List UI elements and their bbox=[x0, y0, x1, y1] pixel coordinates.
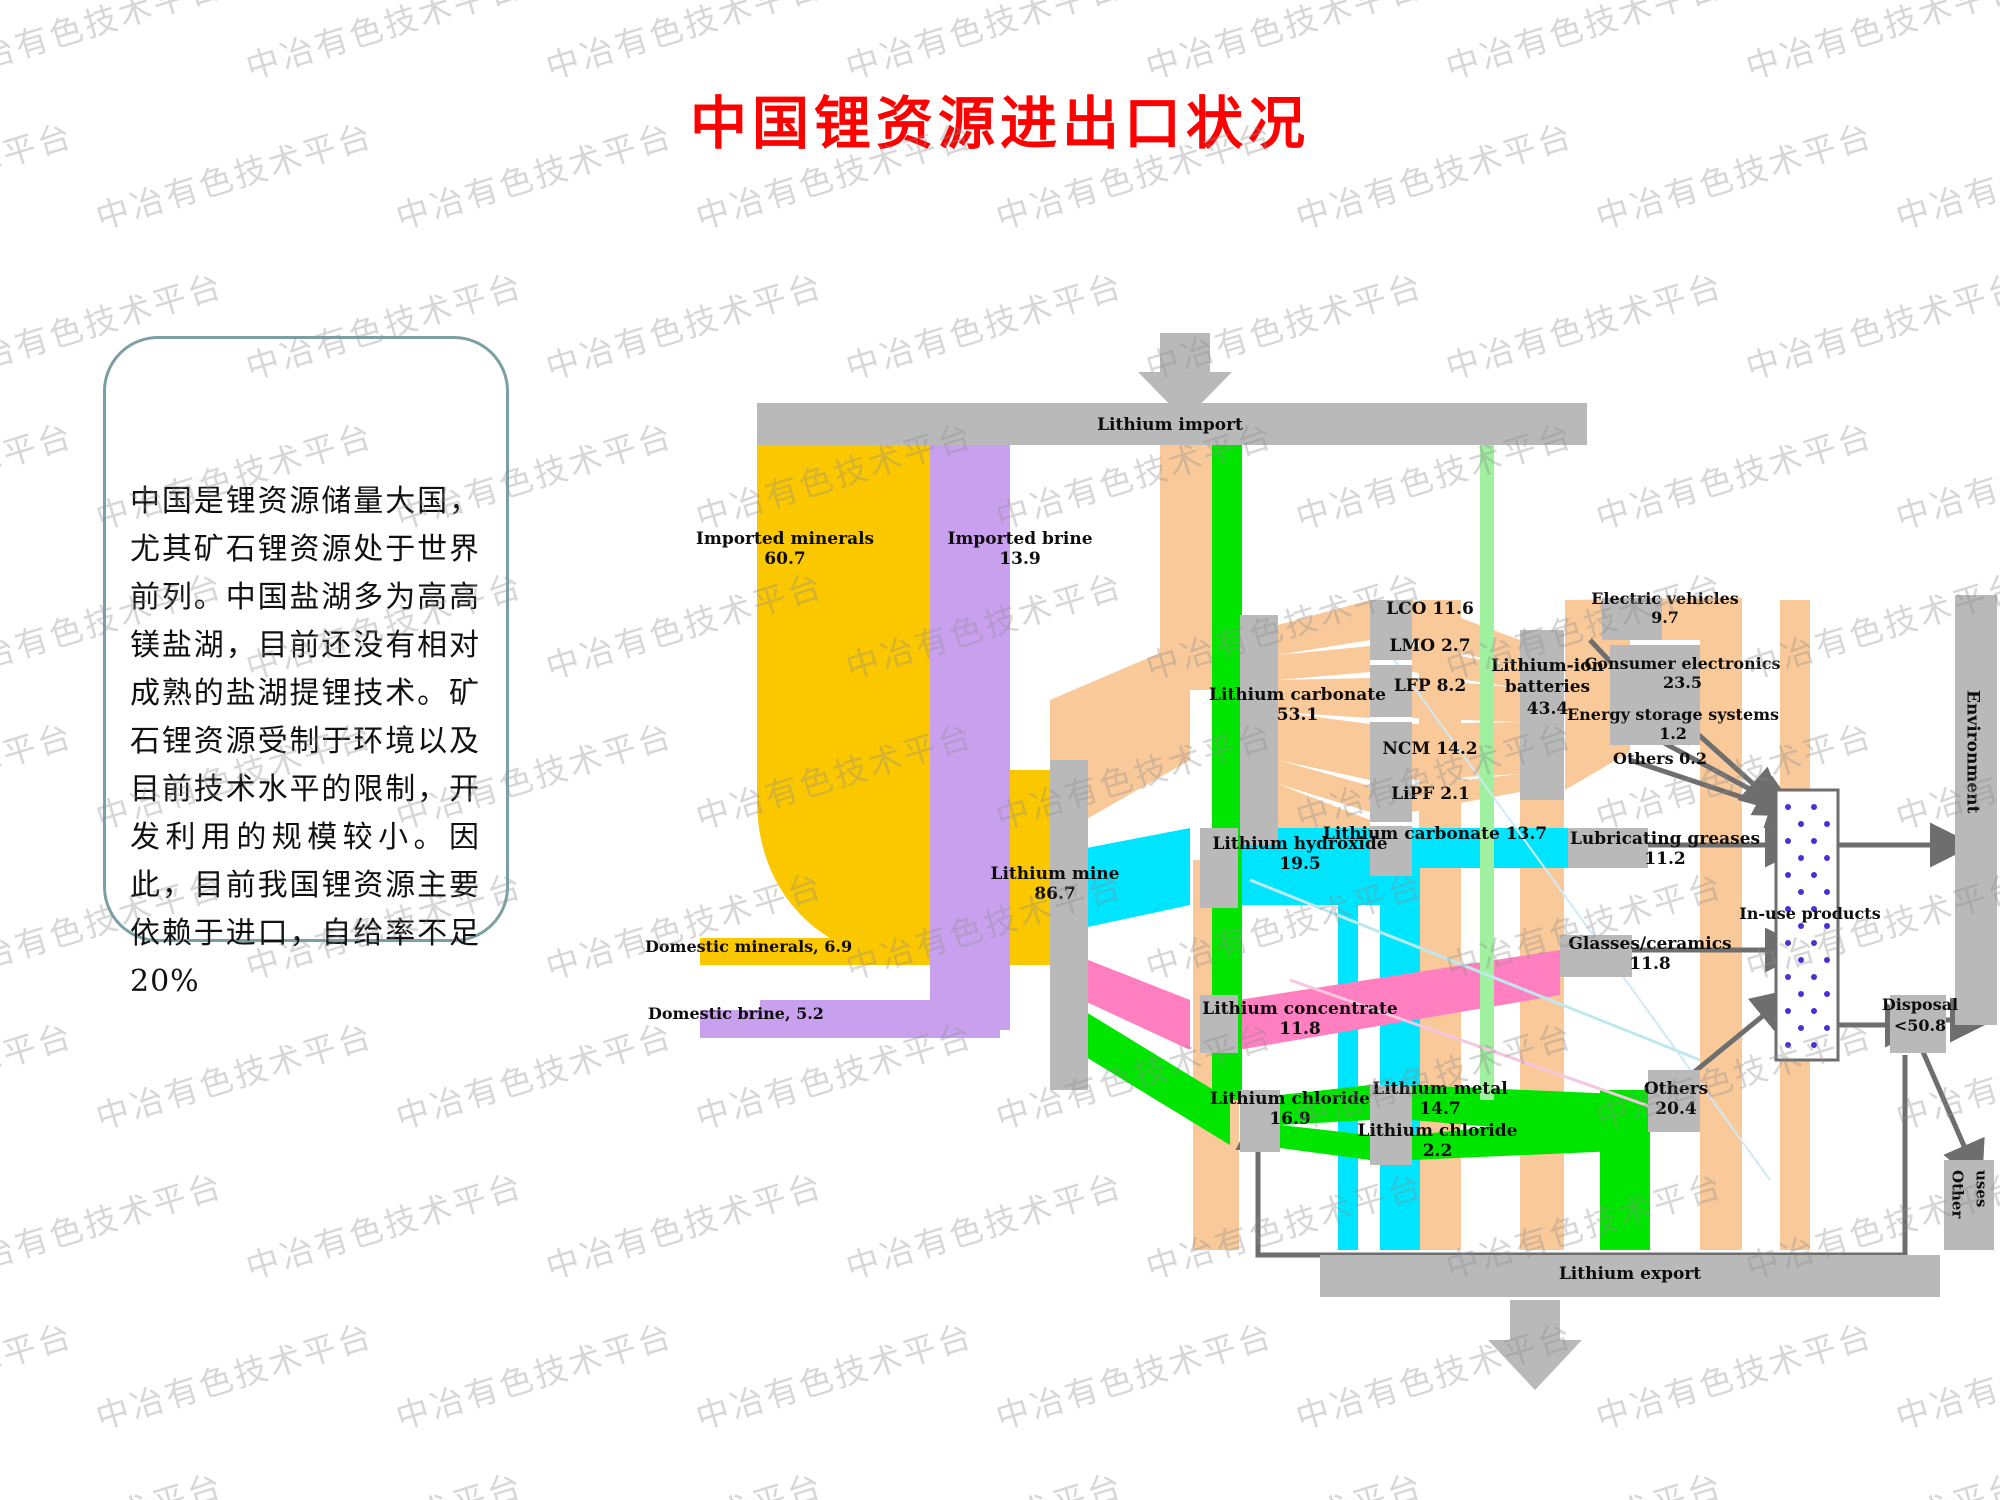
note-box bbox=[103, 336, 509, 942]
node-lithium-import bbox=[757, 403, 1587, 445]
label-ncm: NCM 14.2 bbox=[1382, 739, 1478, 759]
label-lfp: LFP 8.2 bbox=[1393, 676, 1467, 696]
label-lubricating-greases: Lubricating greases 11.2 bbox=[1569, 829, 1761, 869]
flow-green-col-3 bbox=[1600, 1090, 1650, 1250]
label-lithium-export: Lithium export bbox=[1558, 1264, 1702, 1284]
flow-carb-lmo bbox=[1278, 646, 1370, 680]
label-domestic-minerals: Domestic minerals, 6.9 bbox=[645, 937, 853, 956]
flow-col-export-4 bbox=[1700, 598, 1742, 1250]
node-lithium-mine bbox=[1050, 760, 1088, 1090]
flow-concentrate-glasses bbox=[1238, 950, 1560, 1050]
node-others bbox=[1648, 1070, 1700, 1132]
label-lithium-import: Lithium import bbox=[1097, 415, 1243, 435]
node-ncm bbox=[1370, 722, 1412, 822]
label-lithium-hydroxide: Lithium hydroxide 19.5 bbox=[1212, 834, 1388, 874]
note-text: 中国是锂资源储量大国，尤其矿石锂资源处于世界前列。中国盐湖多为高高镁盐湖，目前还… bbox=[130, 484, 480, 999]
flow-col-export-3 bbox=[1520, 792, 1564, 1250]
node-electric-vehicles bbox=[1602, 598, 1662, 640]
flow-carb-lfp bbox=[1278, 678, 1370, 718]
label-glasses-ceramics: Glasses/ceramics 11.8 bbox=[1568, 934, 1732, 974]
label-lithium-carbonate: Lithium carbonate 53.1 bbox=[1209, 685, 1386, 725]
node-lco bbox=[1370, 600, 1412, 660]
label-disposal: Disposal <50.8 bbox=[1881, 995, 1959, 1035]
node-lithium-export bbox=[1320, 1255, 1940, 1297]
arrow-disposal-to-otheruses bbox=[1917, 1044, 1985, 1188]
flow-green-col-1 bbox=[1212, 440, 1242, 1100]
flow-carb-ncm bbox=[1278, 712, 1370, 780]
flow-chloride2-others bbox=[1412, 1112, 1640, 1160]
trace-2 bbox=[1289, 978, 1661, 1112]
flow-carb-lco bbox=[1278, 600, 1370, 655]
arrow-others02-to-inuse bbox=[1629, 757, 1814, 829]
sankey-nodes bbox=[757, 403, 1997, 1297]
label-other-uses-1: Other bbox=[1948, 1170, 1967, 1219]
label-lipf: LiPF 2.1 bbox=[1391, 784, 1470, 804]
flow-hydroxide-greases bbox=[1420, 828, 1580, 868]
trace-1 bbox=[1249, 878, 1701, 1062]
node-glasses-ceramics bbox=[1560, 935, 1632, 977]
label-lithium-metal: Lithium metal 14.7 bbox=[1372, 1079, 1508, 1119]
flow-ribbons bbox=[700, 440, 1810, 1250]
node-lithium-hydroxide bbox=[1200, 828, 1238, 908]
label-imported-brine: Imported brine 13.9 bbox=[947, 529, 1093, 569]
flow-chloride-metal bbox=[1280, 1085, 1370, 1125]
flow-carb-lipf bbox=[1278, 760, 1370, 812]
label-lmo: LMO 2.7 bbox=[1389, 636, 1471, 656]
node-lubricating-greases bbox=[1568, 828, 1648, 868]
node-lithium-chloride bbox=[1240, 1090, 1280, 1152]
label-others: Others 20.4 bbox=[1643, 1079, 1709, 1119]
label-lco: LCO 11.6 bbox=[1386, 599, 1474, 619]
node-lfp bbox=[1370, 665, 1412, 717]
flow-chloride-chloride2 bbox=[1280, 1125, 1370, 1160]
label-lithium-carbonate-2: Lithium carbonate 13.7 bbox=[1322, 824, 1548, 844]
trace-3 bbox=[1379, 639, 1771, 1181]
node-disposal bbox=[1890, 995, 1946, 1053]
label-consumer-electronics: Consumer electronics 23.5 bbox=[1584, 654, 1781, 692]
flow-mine-to-carbonate-b bbox=[1050, 640, 1190, 760]
node-lithium-carbonate bbox=[1240, 615, 1278, 845]
node-lithium-metal bbox=[1370, 1085, 1412, 1165]
node-environment bbox=[1955, 595, 1997, 1025]
flow-domestic-brine bbox=[700, 1010, 1000, 1038]
node-lithium-concentrate bbox=[1200, 995, 1238, 1053]
node-consumer-electronics bbox=[1610, 645, 1700, 745]
flow-imported-minerals bbox=[757, 443, 1050, 960]
label-lithium-mine: Lithium mine 86.7 bbox=[990, 864, 1120, 904]
label-others-batteries: Others 0.2 bbox=[1613, 749, 1707, 768]
label-domestic-brine: Domestic brine, 5.2 bbox=[648, 1004, 824, 1023]
flow-batt-ess bbox=[1565, 740, 1630, 790]
export-arrow-icon bbox=[1488, 1300, 1582, 1390]
label-energy-storage-systems: Energy storage systems 1.2 bbox=[1566, 705, 1780, 743]
label-in-use-products: In-use products bbox=[1739, 904, 1881, 923]
label-environment: Environment bbox=[1962, 690, 1983, 814]
page-title: 中国锂资源进出口状况 bbox=[690, 90, 1310, 157]
label-lithium-chloride-2: Lithium chloride 2.2 bbox=[1357, 1121, 1518, 1161]
label-lithium-ion-batteries: Lithium-ion batteries 43.4 bbox=[1491, 656, 1604, 719]
node-lithium-ion-batteries bbox=[1520, 630, 1564, 800]
flow-imported-brine-trunk bbox=[930, 443, 985, 1035]
label-other-uses-2: uses bbox=[1972, 1170, 1991, 1208]
flow-green-col-2 bbox=[1480, 440, 1494, 1100]
import-arrow-icon bbox=[1138, 333, 1232, 420]
node-other-uses bbox=[1944, 1160, 1994, 1250]
label-electric-vehicles: Electric vehicles 9.7 bbox=[1591, 589, 1739, 627]
flow-mine-to-chloride bbox=[1050, 990, 1230, 1145]
label-lithium-concentrate: Lithium concentrate 11.8 bbox=[1202, 999, 1398, 1039]
label-imported-minerals: Imported minerals 60.7 bbox=[695, 529, 875, 569]
node-in-use-products bbox=[1779, 793, 1835, 1057]
node-lithium-carbonate-2 bbox=[1370, 826, 1412, 876]
